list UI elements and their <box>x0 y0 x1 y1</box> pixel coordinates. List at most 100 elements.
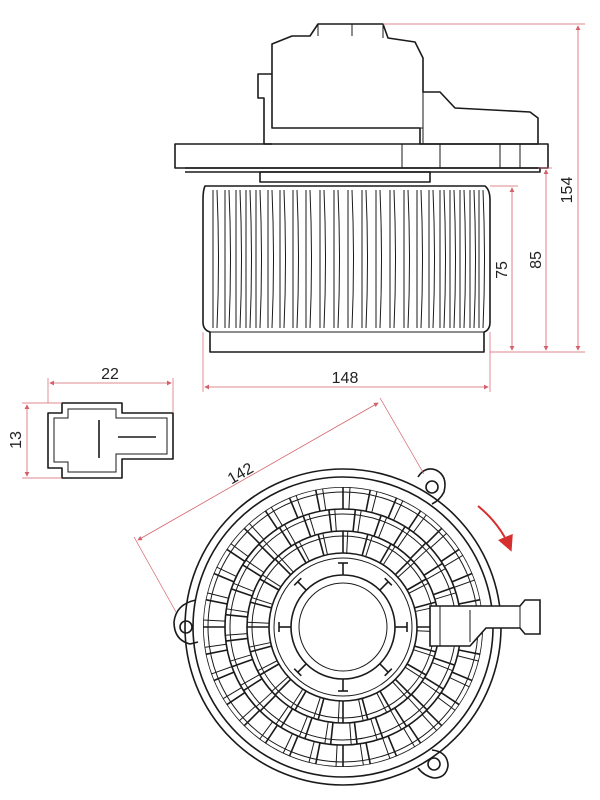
grille-spoke <box>451 671 473 682</box>
mount-hole-left <box>179 620 193 634</box>
grille-spoke-edge <box>407 697 424 715</box>
fan-blade <box>439 189 446 329</box>
grille-spoke-edge <box>298 541 310 562</box>
grille-spoke <box>353 722 358 745</box>
grille-spoke-edge <box>225 633 248 636</box>
grille-spoke-edge <box>229 654 252 662</box>
grille-spoke-edge <box>413 546 431 563</box>
grille-spoke-edge <box>290 688 304 708</box>
grille-spoke <box>250 601 272 609</box>
grille-spoke <box>225 637 248 642</box>
grille-spoke <box>274 678 292 696</box>
grille-spoke-edge <box>245 559 265 573</box>
dimension-connector-height: 13 <box>8 402 62 479</box>
grille-spoke-edge <box>421 681 441 695</box>
grille-spoke <box>379 690 392 711</box>
hub-tick <box>297 581 307 591</box>
grille-spoke <box>379 543 392 564</box>
grille-spoke-edge <box>248 522 265 540</box>
grille-spoke <box>264 724 279 744</box>
grille-spoke-edge <box>453 579 476 588</box>
grille-spoke-edge <box>204 643 227 648</box>
grille-spoke-edge <box>298 715 308 737</box>
grille-spoke-edge <box>271 676 289 692</box>
grille-spoke <box>259 694 277 712</box>
grille-spoke <box>406 578 427 591</box>
grille-spoke-edge <box>259 721 274 740</box>
mount-ear-bottom <box>417 749 449 779</box>
grille-spoke-edge <box>390 710 402 730</box>
grille-spoke <box>410 693 428 711</box>
grille-spoke-edge <box>449 677 470 688</box>
grille-spoke-edge <box>226 608 249 613</box>
label-148: 148 <box>332 370 359 387</box>
hub-tick <box>379 663 389 673</box>
grille-spoke-edge <box>251 597 273 605</box>
grille-spoke-edge <box>444 554 464 567</box>
fan-blade <box>478 189 485 329</box>
grille-spoke-edge <box>376 692 388 713</box>
grille-spoke <box>225 613 248 618</box>
grille-spoke <box>406 663 427 676</box>
grille-spoke <box>394 678 412 696</box>
label-22: 22 <box>101 366 119 383</box>
fan-blade <box>255 189 262 329</box>
grille-spoke-edge <box>413 649 435 657</box>
grille-spoke <box>365 742 372 765</box>
grille-spoke <box>361 698 369 720</box>
grille-spoke <box>304 717 313 739</box>
motor-hub <box>278 562 408 692</box>
grille-spoke <box>294 690 307 711</box>
grille-spoke <box>231 588 253 597</box>
side-view <box>174 23 549 353</box>
grille-spoke <box>409 542 427 560</box>
fan-blade <box>235 189 242 329</box>
grille-spoke <box>259 578 280 591</box>
grille-spoke-edge <box>403 728 416 748</box>
hub-tick-cap <box>293 668 302 677</box>
hub-tick <box>297 663 307 673</box>
fan-blade <box>375 189 382 329</box>
grille-spoke <box>433 657 455 666</box>
grille-spoke <box>259 663 280 676</box>
grille-spoke-edge <box>457 655 479 662</box>
grille-spoke-edge <box>335 744 338 767</box>
grille-spoke-edge <box>322 488 327 511</box>
grille-spoke-edge <box>426 568 446 580</box>
fan-blade <box>389 189 396 329</box>
grille-spoke-edge <box>308 741 315 763</box>
grille-spoke <box>205 649 228 656</box>
grille-spoke <box>407 510 422 530</box>
grille-spoke-edge <box>262 574 282 588</box>
fan-blade <box>469 189 476 329</box>
grille-spoke-edge <box>359 743 364 766</box>
grille-spoke <box>440 548 460 563</box>
grille-spoke-edge <box>421 714 438 732</box>
grille-spoke-edge <box>430 532 448 549</box>
grille-spoke <box>243 527 261 545</box>
grille-spoke <box>365 489 372 512</box>
fan-blade <box>459 189 466 329</box>
grille-spoke-edge <box>222 687 242 700</box>
grille-spoke-edge <box>216 566 237 577</box>
grille-spoke <box>387 735 398 757</box>
grille-spoke <box>250 645 272 653</box>
grille-spoke <box>458 649 481 656</box>
grille-spoke-edge <box>392 681 408 699</box>
fan-blade <box>347 189 354 329</box>
mount-hole-top <box>425 480 439 494</box>
grille-spoke-edge <box>397 562 415 578</box>
grille-spoke-edge <box>348 487 351 510</box>
grille-spoke <box>280 708 294 728</box>
grille-spoke <box>226 548 246 563</box>
mount-ear-left <box>173 599 199 645</box>
grille-spoke <box>231 658 253 668</box>
grille-spoke <box>294 543 307 564</box>
grille-spoke-edge <box>378 517 388 539</box>
grille-spoke-edge <box>404 666 424 680</box>
dimension-mount-span: 142 <box>133 397 425 613</box>
grille-spoke-edge <box>337 700 340 723</box>
dimension-total-height: 154 <box>383 23 585 353</box>
grille-spoke <box>264 510 279 530</box>
grille-spoke-edge <box>358 699 364 721</box>
